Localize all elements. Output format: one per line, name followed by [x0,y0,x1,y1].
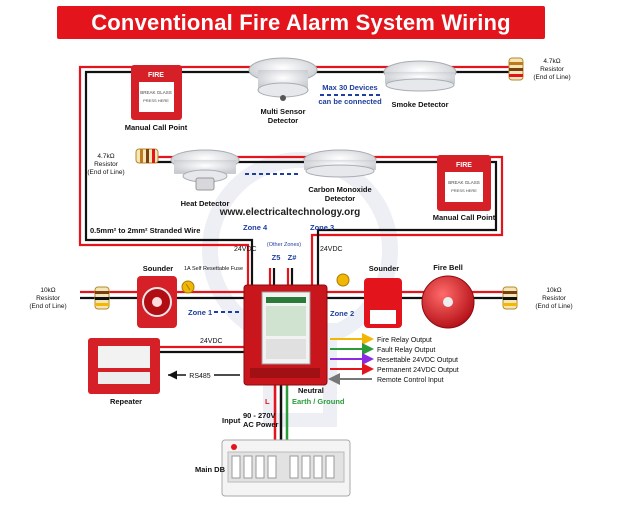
mains-wiring [273,385,289,445]
output-fault-relay: Fault Relay Output [377,347,435,354]
wire-spec-note: 0.5mm² to 2mm² Stranded Wire [90,226,200,235]
max-devices-line2: can be connected [318,97,382,106]
heat-detector [170,149,240,191]
multi-sensor-detector [248,57,318,101]
sounder-right-label: Sounder [369,264,399,273]
mcp1-face-text: FIRE [148,72,164,79]
fuse-label: 1A Self Resettable Fuse [184,266,243,272]
resistor-tr-line2: Resistor [540,66,565,73]
fuse-icon-right [336,273,350,287]
earth-label: Earth / Ground [292,397,345,406]
co-label-2: Detector [325,194,356,203]
resistor-lr-line2: Resistor [542,295,567,302]
mcp1-label: Manual Call Point [125,123,188,132]
mcp2-label: Manual Call Point [433,213,496,222]
multi-sensor-label-2: Detector [268,116,299,125]
resistor-top-right [508,57,524,81]
output-arrows [328,333,374,385]
resistor-lower-right [502,286,518,310]
zone1-label: Zone 1 [188,308,212,317]
mcp1-glass-text: BREAK GLASS [140,90,172,95]
main-db [221,439,351,497]
zone3-label: Zone 3 [310,223,334,232]
mcp2-face-text: FIRE [456,162,472,169]
smoke-detector-label: Smoke Detector [391,100,448,109]
resistor-ml-line3: (End of Line) [87,169,124,176]
neutral-label: Neutral [298,386,324,395]
zone2-wiring [327,290,505,300]
output-permanent-24v: Permanent 24VDC Output [377,367,459,374]
main-db-label: Main DB [195,465,226,474]
resistor-ll-line2: Resistor [36,295,61,302]
sounder-left [137,276,177,328]
sounder-right [364,278,402,328]
voltage-zone3: 24VDC [320,246,343,253]
zone3-wiring [140,155,504,285]
manual-call-point-1: FIRE BREAK GLASS PRESS HERE [131,65,182,120]
resistor-lr-line3: (End of Line) [535,303,572,310]
input-label: Input [222,416,241,425]
other-zones-label: (Other Zones) [267,242,301,248]
smoke-detector [383,60,457,92]
ac-range-line2: AC Power [243,420,279,429]
resistor-tr-line1: 4.7kΩ [543,58,560,65]
ac-range-line1: 90 - 270V [243,411,276,420]
repeater-label: Repeater [110,397,142,406]
live-label: L [265,397,270,406]
mcp2-glass-text: BREAK GLASS [448,180,480,185]
manual-call-point-2: FIRE BREAK GLASS PRESS HERE [437,155,491,211]
sounder-left-label: Sounder [143,264,173,273]
resistor-ll-line3: (End of Line) [29,303,66,310]
resistor-middle-left [135,148,159,164]
resistor-ml-line2: Resistor [94,161,119,168]
rs485-label: RS485 [189,373,211,380]
zone2-label: Zone 2 [330,309,354,318]
co-label-1: Carbon Monoxide [308,185,371,194]
z5-label: Z5 [272,253,281,262]
mcp1-press-text: PRESS HERE [143,98,169,103]
control-panel [243,284,328,386]
watermark-url: www.electricaltechnology.org [219,207,361,218]
other-zone-stubs [268,268,294,285]
voltage-repeater: 24VDC [200,338,223,345]
multi-sensor-label-1: Multi Sensor [260,107,305,116]
repeater [88,338,160,394]
fuse-icon [181,280,195,294]
voltage-zone4: 24VDC [234,246,257,253]
resistor-lower-left [94,286,110,310]
page-title: Conventional Fire Alarm System Wiring [91,10,511,35]
fire-bell [421,275,475,329]
input-remote-control: Remote Control Input [377,377,444,384]
resistor-tr-line3: (End of Line) [533,74,570,81]
fire-bell-label: Fire Bell [433,263,463,272]
resistor-ll-line1: 10kΩ [40,287,55,294]
title-banner: Conventional Fire Alarm System Wiring [57,6,545,39]
max-devices-line1: Max 30 Devices [322,83,377,92]
heat-detector-label: Heat Detector [181,199,230,208]
co-detector [303,149,377,178]
output-resettable-24v: Resettable 24VDC Output [377,357,458,364]
resistor-ml-line1: 4.7kΩ [97,153,114,160]
zhash-label: Z# [288,253,298,262]
output-fire-relay: Fire Relay Output [377,337,432,344]
mcp2-press-text: PRESS HERE [451,188,477,193]
resistor-lr-line1: 10kΩ [546,287,561,294]
repeater-wiring [160,345,244,354]
zone4-label: Zone 4 [243,223,268,232]
